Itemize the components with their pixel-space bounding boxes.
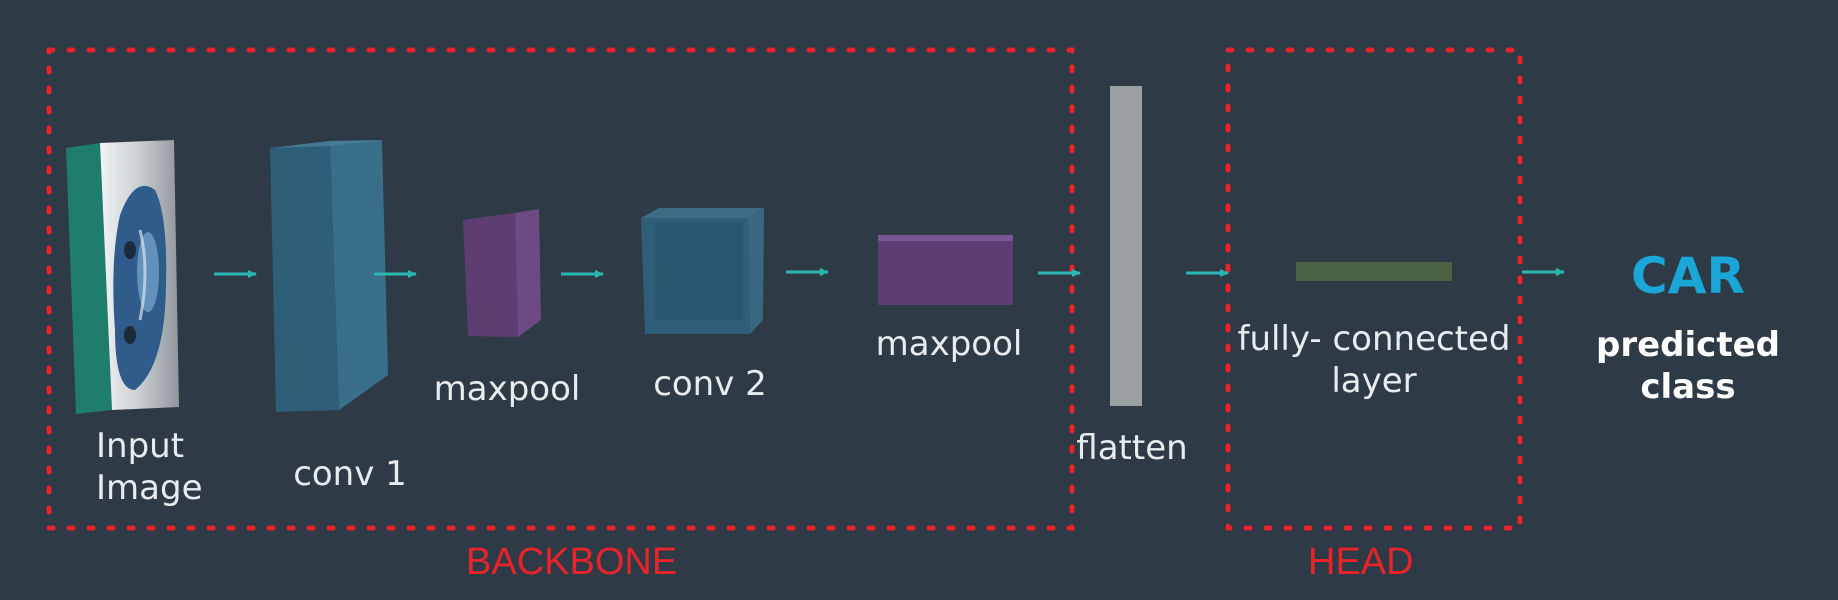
predicted-class-line1: predicted — [1596, 325, 1780, 365]
maxpool2-label: maxpool — [875, 324, 1023, 364]
fc-block — [1296, 262, 1452, 281]
flatten-block — [1110, 86, 1142, 406]
conv2-label: conv 2 — [653, 364, 767, 404]
backbone-label: BACKBONE — [466, 541, 678, 583]
maxpool2-block — [878, 235, 1013, 305]
car-illustration — [113, 185, 167, 390]
predicted-class-value: CAR — [1631, 247, 1745, 305]
input-image-label: Input Image — [96, 425, 202, 509]
predicted-class-line2: class — [1640, 367, 1736, 407]
conv2-block — [641, 208, 764, 334]
head-label: HEAD — [1308, 541, 1414, 583]
predicted-class-label: predicted class — [1590, 324, 1786, 408]
maxpool1-label: maxpool — [433, 369, 581, 409]
backbone-boundary — [46, 47, 1075, 531]
flatten-label: flatten — [1076, 428, 1188, 468]
conv1-block — [270, 140, 388, 412]
fc-label-line2: layer — [1331, 361, 1417, 401]
conv1-label: conv 1 — [293, 454, 407, 494]
fc-label-line1: fully- connected — [1237, 319, 1511, 359]
maxpool1-block — [463, 209, 541, 337]
fc-label: fully- connected layer — [1236, 318, 1512, 402]
head-boundary — [1225, 47, 1523, 531]
input-image-block — [66, 140, 179, 414]
input-label-line2: Image — [96, 468, 203, 508]
input-label-line1: Input — [96, 426, 185, 466]
